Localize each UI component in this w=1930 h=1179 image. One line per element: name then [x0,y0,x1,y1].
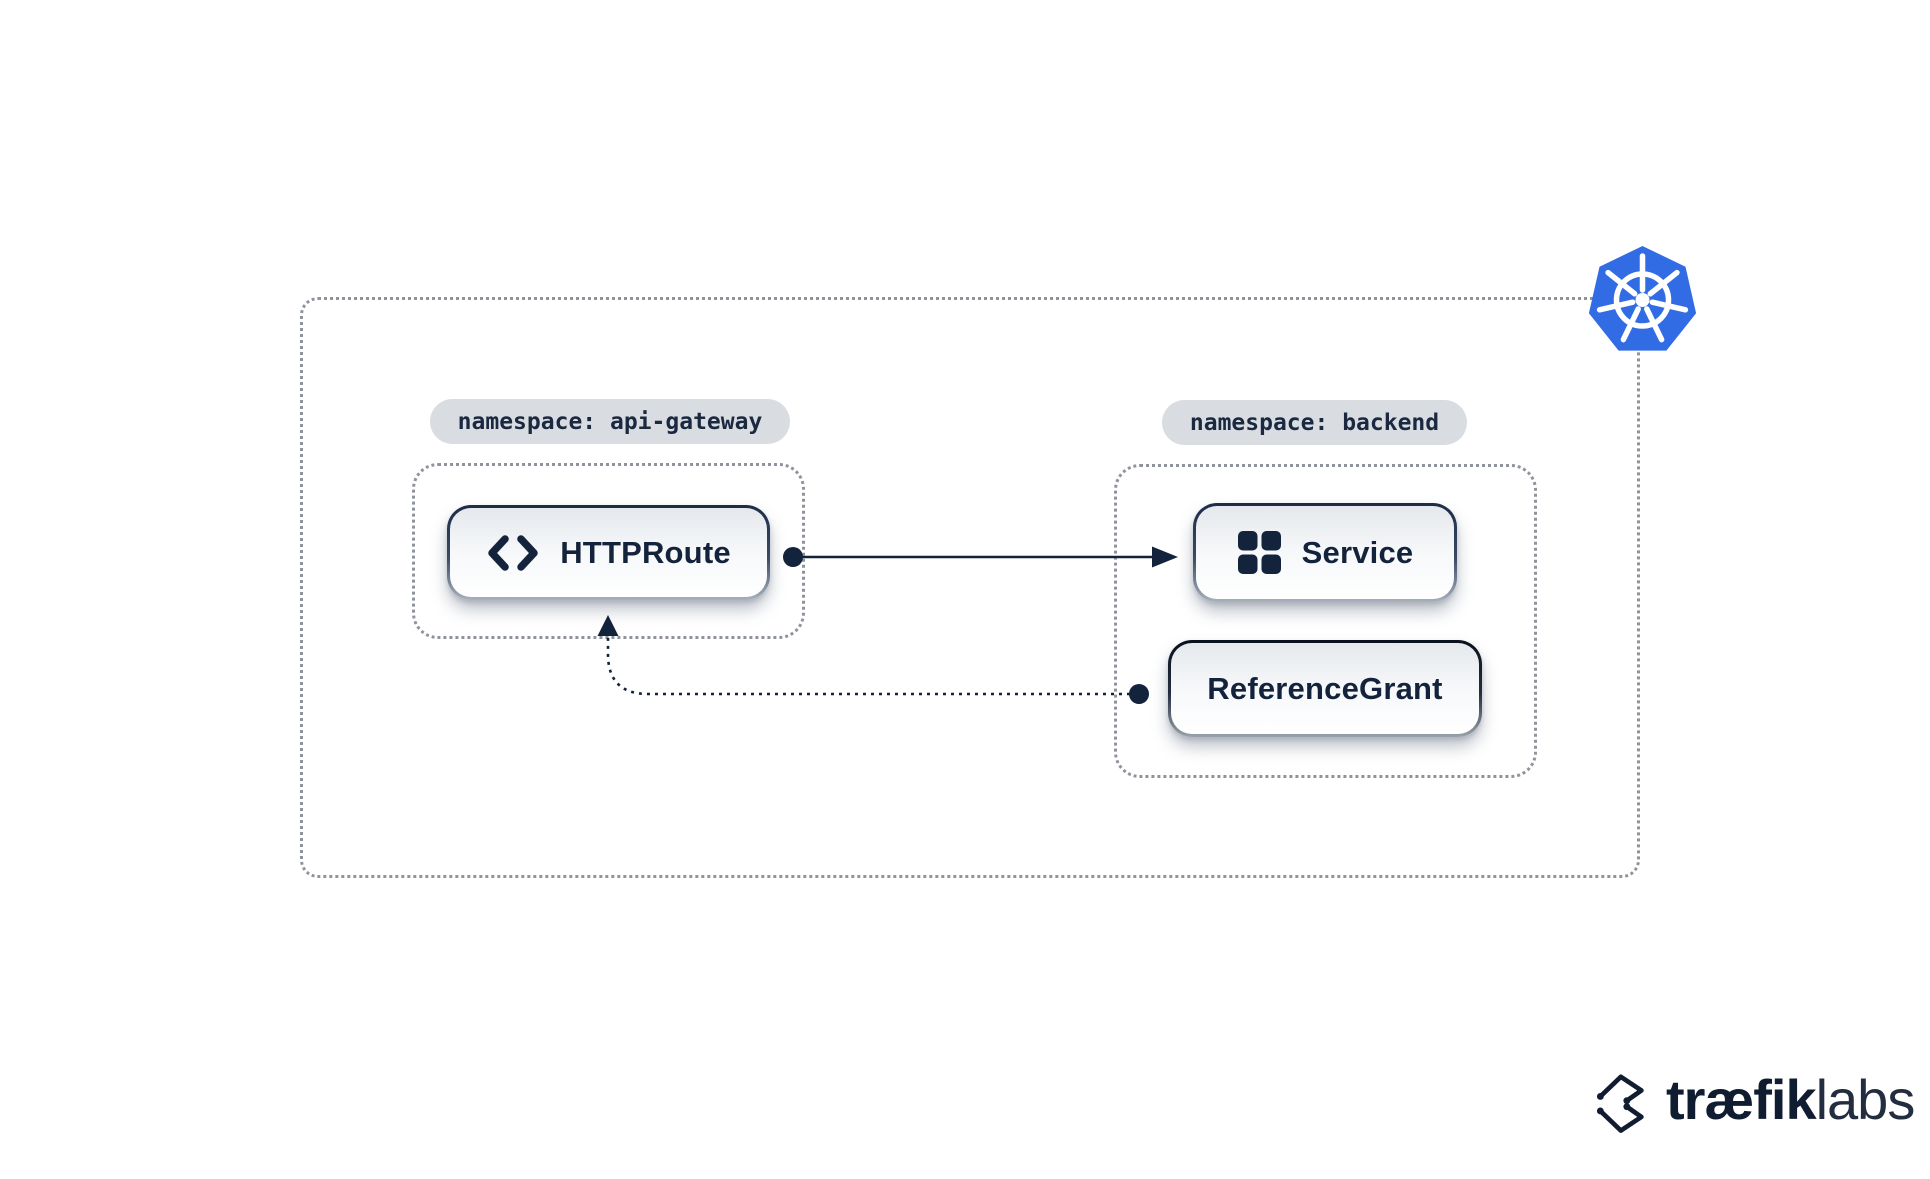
grid-icon [1237,531,1281,574]
namespace-label-api-gateway: namespace: api-gateway [430,399,790,444]
node-service-label: Service [1301,534,1414,570]
kubernetes-logo-icon [1588,246,1697,351]
node-httproute: HTTPRoute [447,505,770,600]
namespace-box-backend [1114,464,1537,778]
brand-bold-text: træfik [1666,1067,1817,1131]
cluster-boundary [300,297,1640,878]
code-icon [488,534,538,571]
traefiklabs-wordmark: træfiklabs [1666,1067,1916,1132]
namespace-label-text: namespace: backend [1189,409,1440,436]
traefik-logo-icon [1596,1074,1644,1133]
traefiklabs-brand: træfiklabs [1588,1058,1916,1140]
namespace-label-backend: namespace: backend [1162,400,1467,445]
node-referencegrant-label: ReferenceGrant [1207,670,1443,706]
brand-light-text: labs [1815,1067,1916,1131]
node-httproute-label: HTTPRoute [560,534,731,570]
node-referencegrant: ReferenceGrant [1168,640,1482,737]
namespace-label-text: namespace: api-gateway [457,408,763,435]
node-service: Service [1193,503,1457,602]
